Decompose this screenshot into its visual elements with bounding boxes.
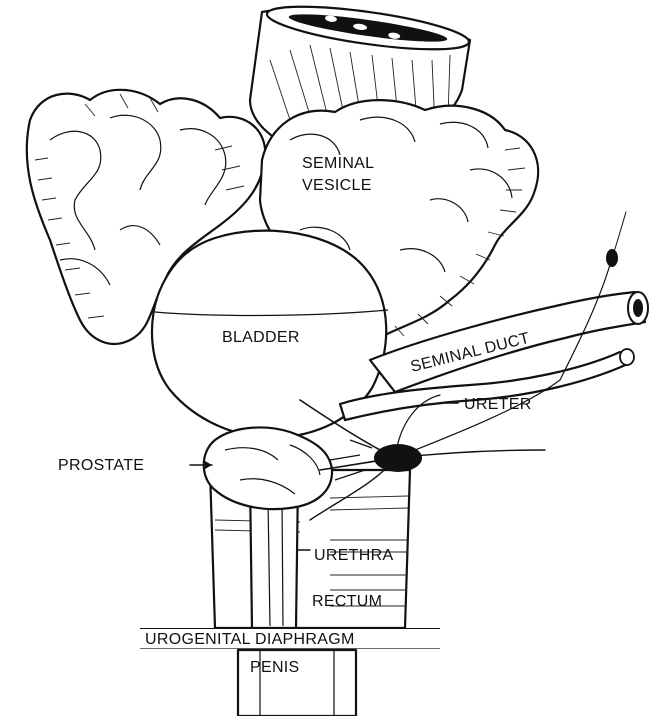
label-penis: PENIS xyxy=(250,659,300,676)
label-seminal-vesicle-line1: SEMINAL xyxy=(302,155,374,172)
label-rectum: RECTUM xyxy=(312,593,382,610)
label-urogenital-diaphragm: UROGENITAL DIAPHRAGM xyxy=(145,631,355,648)
label-seminal-vesicle-line2: VESICLE xyxy=(302,177,372,194)
prostate xyxy=(204,427,332,509)
label-prostate: PROSTATE xyxy=(58,457,144,474)
label-urethra: URETHRA xyxy=(314,547,393,564)
label-bladder: BLADDER xyxy=(222,329,300,346)
label-ureter: URETER xyxy=(464,396,532,413)
